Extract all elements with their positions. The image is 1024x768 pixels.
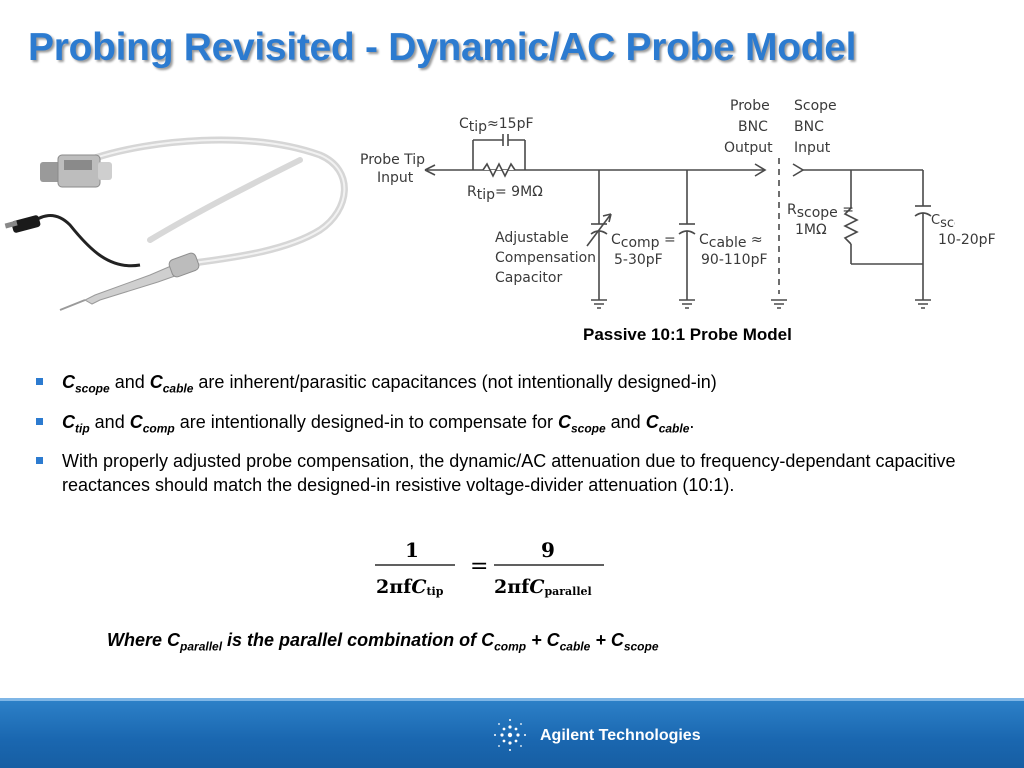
input-arrow-icon — [424, 164, 436, 176]
svg-text:=: = — [470, 554, 488, 579]
slide-title: Probing Revisited - Dynamic/AC Probe Mod… — [28, 26, 857, 69]
compensation-formula: 1 2πfCtip = 9 2πfCparallel — [375, 538, 604, 598]
agilent-spark-logo-icon — [494, 719, 526, 751]
scope-bnc-label-1: Scope — [794, 98, 837, 114]
passive-probe-photo — [0, 100, 355, 315]
probe-tip-input-label-1: Probe Tip — [360, 152, 425, 168]
footer-bar — [0, 698, 1024, 768]
c-cable-label: Ccable ≈ — [699, 232, 763, 251]
bullet-list: Cscope and Ccable are inherent/parasitic… — [36, 370, 986, 506]
c-scope-value: 10-20pF — [938, 232, 996, 248]
probe-bnc-label-1: Probe — [730, 98, 770, 114]
probe-bnc-label-2: BNC — [738, 119, 768, 135]
probe-bnc-label-3: Output — [724, 140, 773, 156]
r-scope-value: 1MΩ — [795, 222, 827, 238]
bullet-marker-icon — [36, 417, 43, 425]
company-name: Agilent Technologies — [540, 727, 701, 744]
c-comp-value: 5-30pF — [614, 252, 663, 268]
svg-text:1: 1 — [405, 538, 419, 562]
probe-tip-input-label-2: Input — [377, 170, 414, 186]
alligator-clip — [4, 215, 41, 233]
bullet-marker-icon — [36, 378, 43, 385]
probe-body — [59, 252, 200, 311]
bullet-item-1: Cscope and Ccable are inherent/parasitic… — [36, 370, 986, 401]
r-tip-label: Rtip= 9MΩ — [467, 184, 543, 203]
bullet-item-3: With properly adjusted probe compensatio… — [36, 449, 986, 497]
parallel-definition: Where Cparallel is the parallel combinat… — [107, 630, 659, 654]
c-cable-value: 90-110pF — [701, 252, 768, 268]
adjustable-cap-label-1: Adjustable — [495, 230, 569, 246]
adjustable-cap-label-3: Capacitor — [495, 270, 562, 286]
bullet-item-2: Ctip and Ccomp are intentionally designe… — [36, 410, 986, 441]
scope-bnc-label-3: Input — [794, 140, 831, 156]
svg-text:9: 9 — [541, 538, 555, 562]
c-scope-label: Cscope ≈ — [931, 213, 955, 231]
adjustable-cap-label-2: Compensation — [495, 250, 596, 266]
c-tip-label: Ctip≈15pF — [459, 116, 534, 135]
r-scope-label: Rscope = — [787, 202, 854, 221]
svg-text:2πfCparallel: 2πfCparallel — [494, 576, 592, 598]
scope-bnc-label-2: BNC — [794, 119, 824, 135]
c-comp-label: Ccomp = — [611, 232, 676, 251]
bullet-marker-icon — [36, 457, 43, 465]
svg-text:2πfCtip: 2πfCtip — [376, 576, 444, 598]
bnc-connector — [40, 154, 112, 188]
diagram-caption: Passive 10:1 Probe Model — [583, 325, 792, 344]
probe-circuit-diagram: Probe Tip Input Ctip≈15pF Rtip= 9MΩ Adju… — [360, 98, 955, 309]
